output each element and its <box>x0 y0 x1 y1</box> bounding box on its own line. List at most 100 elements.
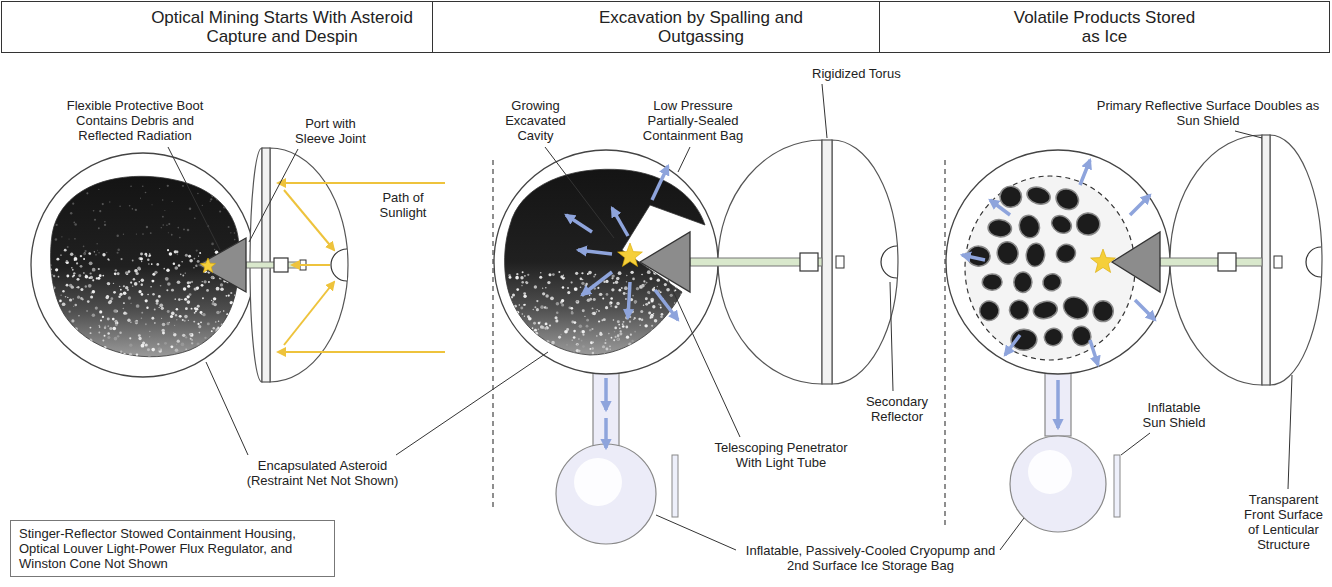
rock-speckle <box>596 335 598 337</box>
rock-speckle <box>574 287 578 291</box>
rock-speckle <box>669 331 673 335</box>
light-tube <box>1160 258 1262 266</box>
rock-speckle <box>576 343 579 346</box>
rock-speckle <box>530 359 532 361</box>
rock-speckle <box>605 348 608 351</box>
rock-speckle <box>219 210 221 212</box>
sunlight-ray <box>278 351 445 353</box>
rock-speckle <box>566 344 568 346</box>
rock-speckle <box>102 253 105 256</box>
rock-speckle <box>562 286 565 289</box>
rock-speckle <box>651 329 654 332</box>
rock-speckle <box>246 342 247 343</box>
rock-speckle <box>226 313 228 315</box>
rock-speckle <box>84 250 86 252</box>
rock-speckle <box>540 325 544 329</box>
rock-speckle <box>239 330 241 332</box>
rock-speckle <box>528 331 529 332</box>
rock-speckle <box>237 310 241 314</box>
rock-speckle <box>60 254 61 255</box>
rock-speckle <box>212 301 214 303</box>
leader-line <box>668 280 740 437</box>
containment-bag <box>31 153 255 377</box>
rock-speckle <box>85 275 89 279</box>
rock-speckle <box>511 296 513 298</box>
light-tube <box>246 262 300 268</box>
rock-speckle <box>580 331 582 333</box>
rock-speckle <box>552 273 555 276</box>
focus-star <box>200 258 215 273</box>
rock-speckle <box>137 266 141 270</box>
rock-speckle <box>650 315 654 319</box>
rock-speckle <box>516 311 519 314</box>
rock-speckle <box>581 340 583 342</box>
rock-speckle <box>609 301 612 304</box>
rock-speckle <box>573 321 576 324</box>
rock-speckle <box>203 280 206 283</box>
rock-speckle <box>141 317 143 319</box>
rock-speckle <box>576 300 580 304</box>
rock-speckle <box>130 303 131 304</box>
rock-speckle <box>674 302 675 303</box>
rock-speckle <box>593 275 595 277</box>
rock-speckle <box>668 316 671 319</box>
rock-speckle <box>161 318 162 319</box>
rock-speckle <box>246 304 248 306</box>
rock-speckle <box>504 298 507 301</box>
rock-speckle <box>616 357 620 361</box>
rock-speckle <box>244 304 246 306</box>
rock-speckle <box>187 300 191 304</box>
rock-speckle <box>538 329 539 330</box>
rock-speckle <box>95 345 97 347</box>
rock-speckle <box>578 350 580 352</box>
rock-speckle <box>645 297 648 300</box>
rock-speckle <box>114 320 117 323</box>
rock-speckle <box>678 347 681 350</box>
sun-shield-bar <box>672 455 678 517</box>
rock-speckle <box>649 277 652 280</box>
rock-speckle <box>142 233 144 235</box>
gas-flow-arrow <box>1130 195 1150 215</box>
rock-speckle <box>135 320 139 324</box>
rock-speckle <box>198 325 201 328</box>
rock-speckle <box>168 223 170 225</box>
rock-speckle <box>161 329 164 332</box>
gas-flow-arrow <box>582 272 612 295</box>
rock-speckle <box>202 313 205 316</box>
cavity-pore <box>1076 212 1101 236</box>
rock-speckle <box>67 297 68 298</box>
rock-speckle <box>148 355 151 358</box>
rock-speckle <box>517 349 519 351</box>
rock-speckle <box>547 281 550 284</box>
port-box <box>1218 253 1236 271</box>
rock-speckle <box>170 345 173 348</box>
rock-speckle <box>244 296 246 298</box>
rock-speckle <box>567 291 570 294</box>
winston-cone <box>198 238 246 292</box>
rock-speckle <box>71 267 73 269</box>
rock-speckle <box>622 325 625 328</box>
rock-speckle <box>108 301 112 305</box>
rock-speckle <box>593 312 596 315</box>
rock-speckle <box>239 343 240 344</box>
rock-speckle <box>598 320 600 322</box>
rock-speckle <box>520 276 523 279</box>
leader-line <box>249 149 298 242</box>
rock-speckle <box>98 268 100 270</box>
gas-flow-arrow <box>612 208 628 236</box>
rock-speckle <box>197 347 199 349</box>
rock-speckle <box>663 338 665 340</box>
rock-speckle <box>536 308 539 311</box>
rock-speckle <box>571 282 572 283</box>
rock-speckle <box>104 327 106 329</box>
rock-speckle <box>51 274 52 275</box>
rock-speckle <box>208 350 209 351</box>
rock-speckle <box>506 331 507 332</box>
rock-speckle <box>58 332 62 336</box>
rock-speckle <box>210 362 213 365</box>
rock-speckle <box>60 295 61 296</box>
rock-speckle <box>189 208 191 210</box>
rock-speckle <box>59 337 62 340</box>
rock-speckle <box>55 346 56 347</box>
rock-speckle <box>147 348 150 351</box>
